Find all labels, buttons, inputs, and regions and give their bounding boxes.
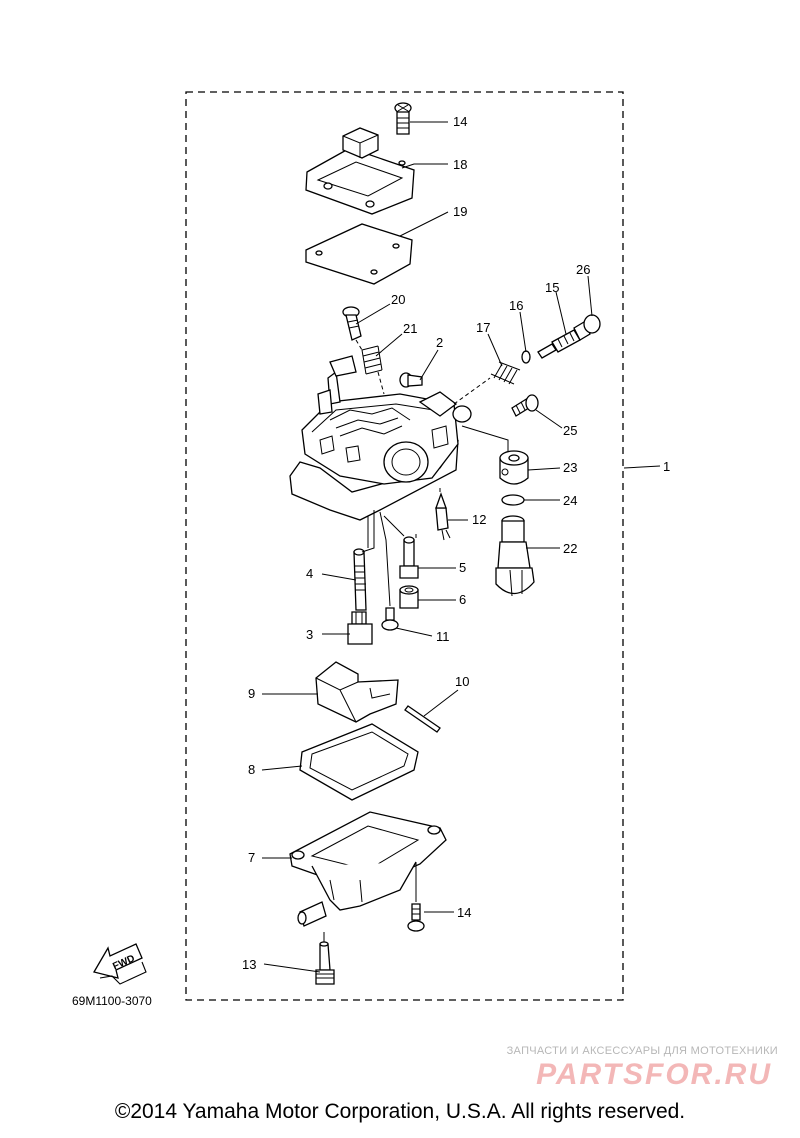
callout-13: 13 xyxy=(242,957,256,972)
drain-screw-13 xyxy=(315,941,335,985)
needle-valve-12 xyxy=(435,492,451,541)
plug-6 xyxy=(399,585,419,609)
callout-6: 6 xyxy=(459,592,466,607)
screw-14-top xyxy=(394,102,412,135)
o-ring-24 xyxy=(501,494,525,506)
callout-14-top: 14 xyxy=(453,114,467,129)
screw-14-bottom xyxy=(407,903,425,932)
callout-11: 11 xyxy=(436,629,450,644)
spring-17 xyxy=(490,361,521,385)
cap-26 xyxy=(583,314,601,334)
alignment-lines xyxy=(323,339,509,942)
pilot-jet-5 xyxy=(399,536,419,579)
spring-21 xyxy=(361,345,383,375)
callout-12: 12 xyxy=(472,512,486,527)
callout-17: 17 xyxy=(476,320,490,335)
callout-22: 22 xyxy=(563,541,577,556)
copyright-notice: ©2014 Yamaha Motor Corporation, U.S.A. A… xyxy=(114,1100,686,1123)
main-nozzle-4 xyxy=(353,548,367,611)
callout-7: 7 xyxy=(248,850,255,865)
callout-21: 21 xyxy=(403,321,417,336)
callout-18: 18 xyxy=(453,157,467,172)
main-jet-3 xyxy=(347,611,373,645)
callout-2: 2 xyxy=(436,335,443,350)
starter-plunger-22 xyxy=(495,515,535,597)
callout-16: 16 xyxy=(509,298,523,313)
callout-9: 9 xyxy=(248,686,255,701)
float-chamber-7 xyxy=(289,811,447,927)
callout-3: 3 xyxy=(306,627,313,642)
drawing-number: 69M1100-3070 xyxy=(72,994,152,1008)
callout-25: 25 xyxy=(563,423,577,438)
cover-plate-18 xyxy=(305,127,415,215)
gasket-19 xyxy=(305,223,413,285)
screw-20 xyxy=(342,306,362,341)
o-ring-16 xyxy=(521,350,531,364)
watermark-tagline: ЗАПЧАСТИ И АКСЕССУАРЫ ДЛЯ МОТОТЕХНИКИ xyxy=(506,1045,778,1057)
screw-11 xyxy=(381,607,399,631)
callout-19: 19 xyxy=(453,204,467,219)
callout-5: 5 xyxy=(459,560,466,575)
callout-labels: 1 2 3 4 5 6 7 8 9 10 11 12 13 14 14 15 1… xyxy=(242,114,670,972)
float-chamber-gasket-8 xyxy=(299,723,419,801)
callout-10: 10 xyxy=(455,674,469,689)
assembly-boundary xyxy=(185,91,624,1001)
callout-14-bottom: 14 xyxy=(457,905,471,920)
screw-2 xyxy=(399,372,423,388)
callout-15: 15 xyxy=(545,280,559,295)
callout-8: 8 xyxy=(248,762,255,777)
jet-25 xyxy=(511,394,539,417)
starter-plunger-cap-23 xyxy=(499,450,529,485)
watermark-logo: PARTSFOR.RU xyxy=(536,1058,772,1091)
carburetor-body-1 xyxy=(289,355,472,521)
leader-lines xyxy=(261,121,661,973)
forward-arrow-icon: FWD xyxy=(93,943,147,985)
callout-23: 23 xyxy=(563,460,577,475)
callout-26: 26 xyxy=(576,262,590,277)
callout-20: 20 xyxy=(391,292,405,307)
callout-1: 1 xyxy=(663,459,670,474)
float-pin-10 xyxy=(404,705,441,733)
callout-4: 4 xyxy=(306,566,313,581)
float-9 xyxy=(315,661,399,723)
callout-24: 24 xyxy=(563,493,577,508)
